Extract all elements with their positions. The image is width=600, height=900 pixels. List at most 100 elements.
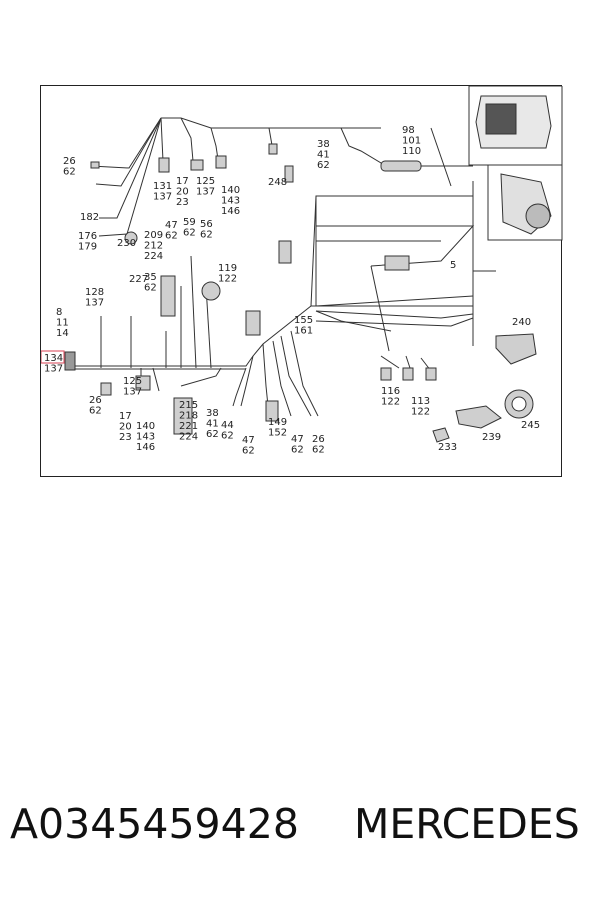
callout-line: 62 xyxy=(183,228,196,239)
callout-line: 233 xyxy=(438,442,457,453)
callout-line: 62 xyxy=(312,445,325,456)
callout-line: 134 xyxy=(44,353,63,364)
callout-line: 62 xyxy=(144,283,157,294)
callout-line: 98 xyxy=(402,125,415,136)
callout-line: 59 xyxy=(183,217,196,228)
callout-label-230: 230 xyxy=(117,238,136,249)
callout-line: 62 xyxy=(291,445,304,456)
callout-line: 11 xyxy=(56,318,69,329)
callout-line: 47 xyxy=(291,434,304,445)
callout-line: 143 xyxy=(136,432,155,443)
callout-line: 5 xyxy=(450,260,456,271)
callout-line: 62 xyxy=(206,429,219,440)
callout-line: 17 xyxy=(176,176,189,187)
harness-lines xyxy=(75,117,496,417)
callout-line: 215 xyxy=(179,400,198,411)
callout-line: 137 xyxy=(85,298,104,309)
callout-line: 38 xyxy=(317,139,330,150)
callout-line: 122 xyxy=(381,397,400,408)
callout-line: 23 xyxy=(119,432,132,443)
highlight-box xyxy=(41,350,65,364)
callout-line: 143 xyxy=(221,196,240,207)
callout-line: 218 xyxy=(179,411,198,422)
component-shapes xyxy=(64,143,537,443)
part-number: A0345459428 xyxy=(10,800,299,848)
callout-line: 128 xyxy=(85,287,104,298)
callout-line: 140 xyxy=(221,185,240,196)
callout-line: 245 xyxy=(521,420,540,431)
callout-line: 113 xyxy=(411,396,430,407)
callout-line: 179 xyxy=(78,242,97,253)
callout-line: 227 xyxy=(129,274,148,285)
callout-line: 137 xyxy=(153,192,172,203)
callout-line: 8 xyxy=(56,307,62,318)
callout-line: 137 xyxy=(44,364,63,375)
callout-label-245: 245 xyxy=(521,420,540,431)
callout-label-5: 5 xyxy=(450,260,456,271)
brand-name: MERCEDES xyxy=(353,800,580,848)
callout-line: 149 xyxy=(268,417,287,428)
callout-label-240: 240 xyxy=(512,317,531,328)
callout-line: 47 xyxy=(165,220,178,231)
callout-line: 62 xyxy=(63,167,76,178)
callout-line: 146 xyxy=(136,442,155,453)
callout-line: 62 xyxy=(221,431,234,442)
callout-line: 152 xyxy=(268,428,287,439)
callout-line: 119 xyxy=(218,263,237,274)
callout-line: 221 xyxy=(179,421,198,432)
callout-label-182: 182 xyxy=(80,212,99,223)
callout-line: 146 xyxy=(221,206,240,217)
callout-line: 239 xyxy=(482,432,501,443)
callout-line: 125 xyxy=(196,176,215,187)
callout-line: 26 xyxy=(312,434,325,445)
callout-line: 110 xyxy=(402,146,421,157)
callout-line: 17 xyxy=(119,411,132,422)
callout-line: 20 xyxy=(119,422,132,433)
callout-line: 62 xyxy=(165,231,178,242)
callout-line: 35 xyxy=(144,272,157,283)
callout-line: 56 xyxy=(200,219,213,230)
callout-line: 101 xyxy=(402,136,421,147)
callout-line: 131 xyxy=(153,181,172,192)
callout-line: 224 xyxy=(179,432,198,443)
callout-label-233: 233 xyxy=(438,442,457,453)
callout-label-248: 248 xyxy=(268,177,287,188)
callout-line: 20 xyxy=(176,187,189,198)
callout-line: 224 xyxy=(144,251,163,262)
caption: A0345459428 MERCEDES xyxy=(10,800,590,870)
callout-line: 137 xyxy=(123,387,142,398)
callout-line: 23 xyxy=(176,197,189,208)
callout-line: 176 xyxy=(78,231,97,242)
callout-line: 14 xyxy=(56,328,69,339)
callout-line: 41 xyxy=(317,150,330,161)
callout-line: 116 xyxy=(381,386,400,397)
callout-line: 62 xyxy=(200,230,213,241)
callout-label-227: 227 xyxy=(129,274,148,285)
